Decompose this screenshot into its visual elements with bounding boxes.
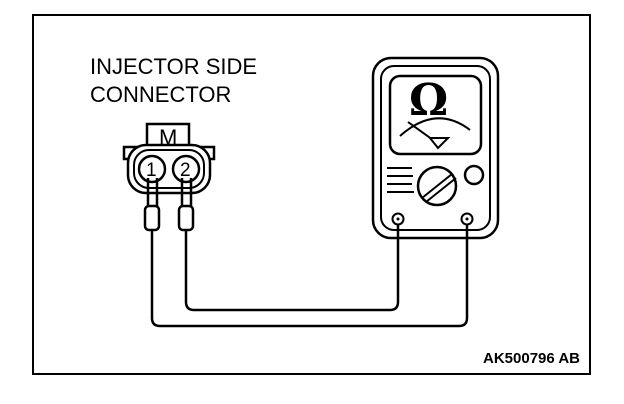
meter-display-window: [388, 74, 483, 156]
figure-code: AK500796 AB: [483, 350, 580, 367]
pin-1-circle: [137, 154, 167, 184]
title-line-2: CONNECTOR: [90, 82, 231, 107]
meter-terminal-left-dot: [396, 217, 400, 221]
ohmmeter: [371, 56, 500, 240]
pin-2-label: 2: [180, 160, 191, 181]
probe-tip-2: [177, 204, 195, 232]
meter-zero-adjust-icon: [463, 164, 485, 186]
test-leads: [150, 224, 469, 328]
pin-2-circle: [171, 154, 201, 184]
injector-connector: M: [122, 122, 216, 195]
probe-terminals: [143, 178, 195, 232]
connector-body-inner: [133, 149, 205, 189]
lead-pin1-to-right-terminal: [150, 224, 469, 328]
meter-terminal-right-dot: [465, 217, 469, 221]
meter-scale-arc: [399, 117, 471, 137]
diagram-frame: [32, 14, 591, 375]
meter-ohm-symbol: Ω: [409, 75, 448, 126]
lead-pin2-to-left-terminal: [184, 224, 400, 312]
probe-tip-1: [143, 204, 161, 232]
pin-1-label: 1: [146, 160, 157, 181]
title-line-1: INJECTOR SIDE: [90, 54, 257, 79]
meter-pivot: [427, 137, 451, 150]
